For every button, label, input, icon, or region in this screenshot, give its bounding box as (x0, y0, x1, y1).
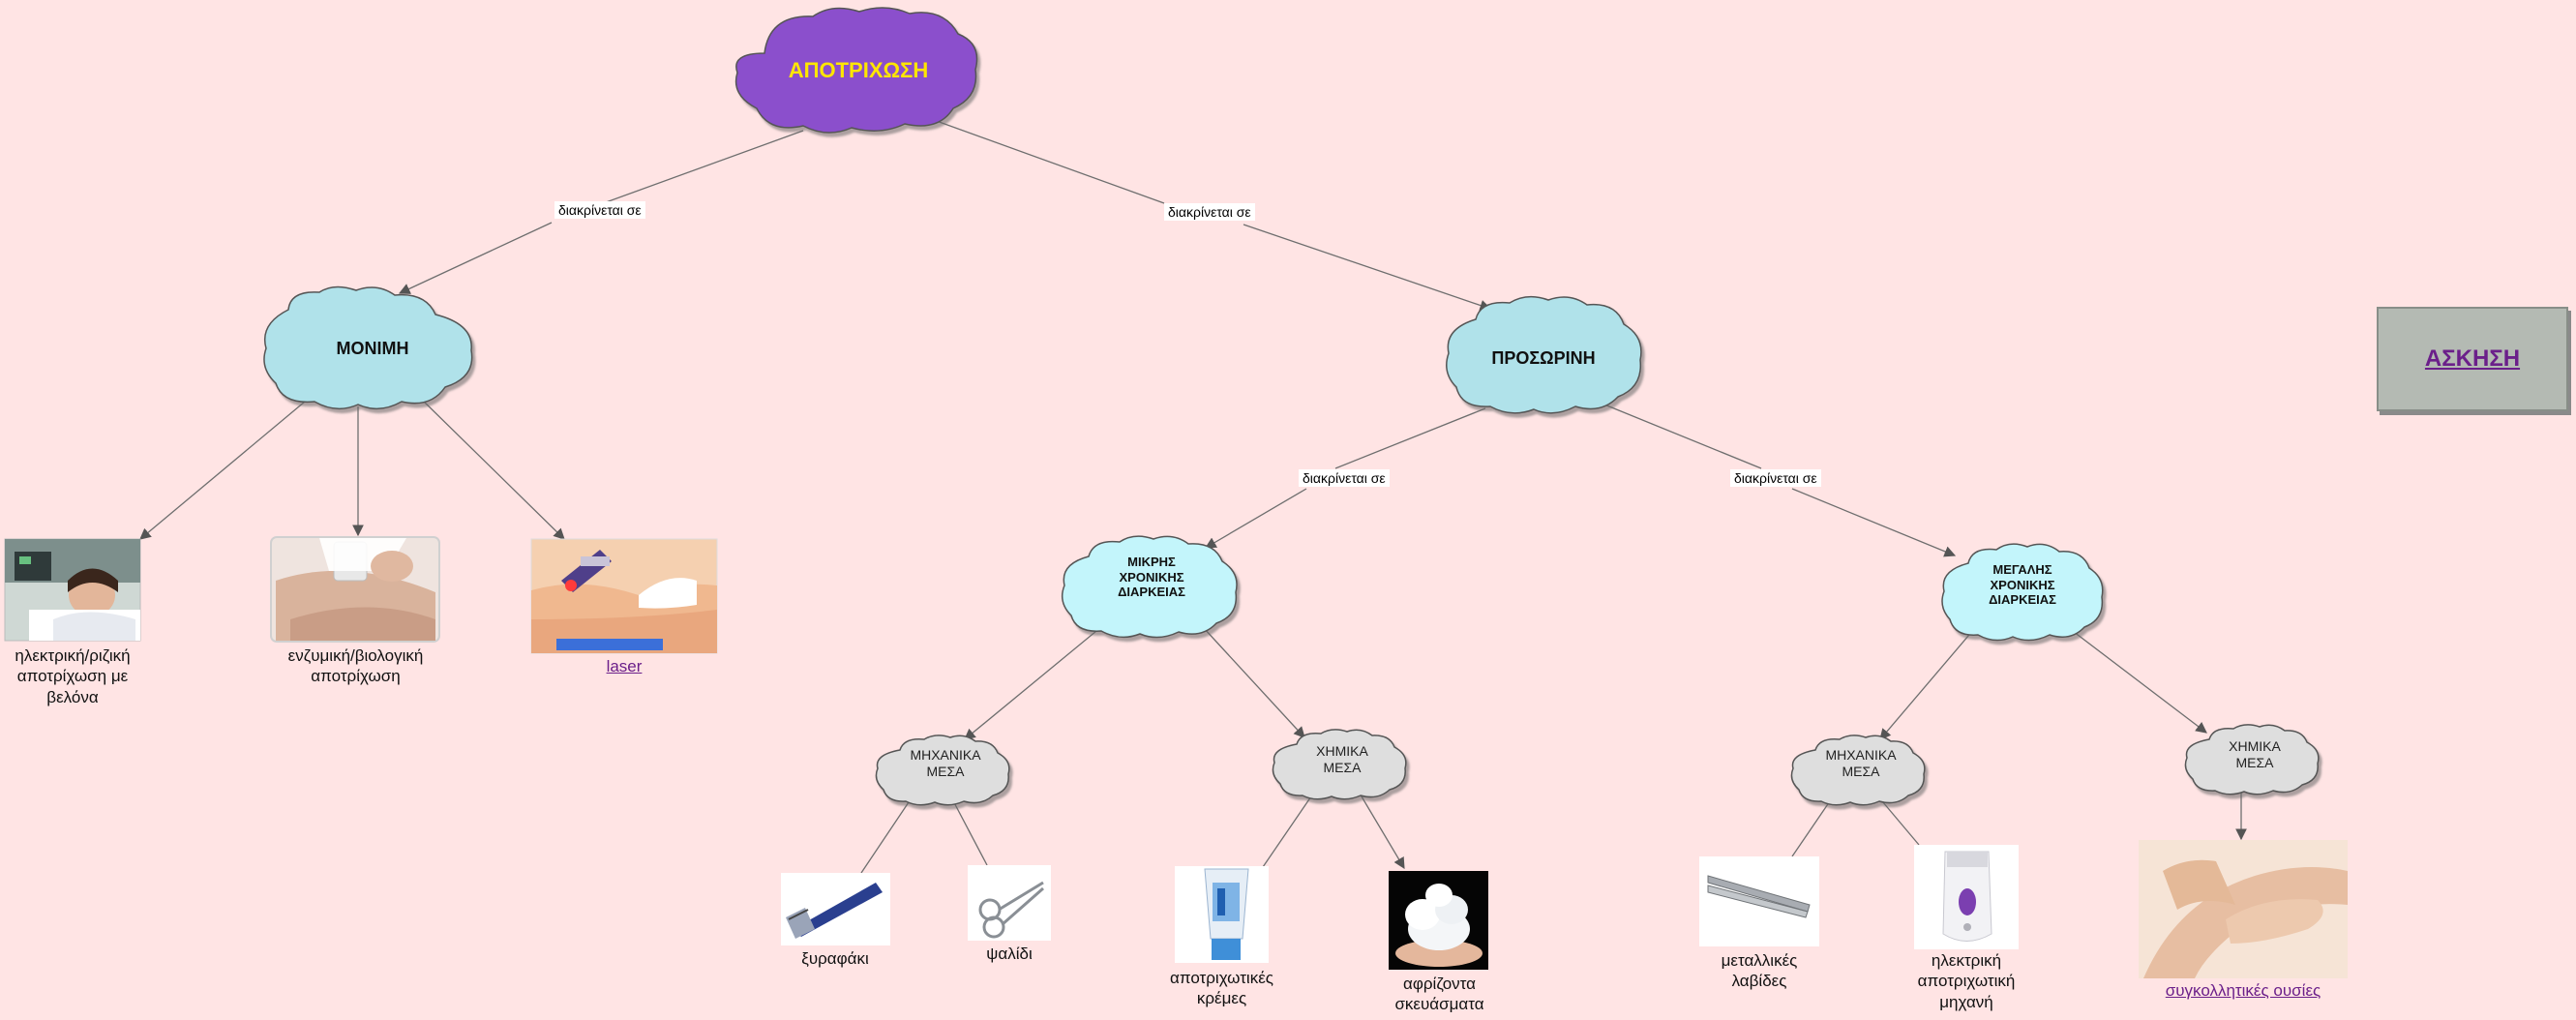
edge-temporary-to-label-right (1603, 404, 1762, 469)
cloud-node-root[interactable] (734, 7, 978, 134)
cloud-node-long-duration[interactable] (1941, 543, 2104, 642)
edge-permanent-to-electric (139, 401, 306, 540)
exercise-button[interactable]: ΑΣΚΗΣΗ (2377, 307, 2568, 411)
link-label-temporary-left: διακρίνεται σε (1299, 469, 1390, 487)
edge-temporary-to-label-left (1334, 407, 1486, 469)
laser-link[interactable]: laser (606, 657, 643, 675)
wax-substances-link[interactable]: συγκολλητικές ουσίες (2165, 981, 2321, 1000)
link-label-root-left: διακρίνεται σε (554, 201, 645, 219)
wax-strip-image (2139, 840, 2348, 978)
edge-chemical-to-foams (1358, 791, 1405, 870)
edge-long-mech-to-epilator (1876, 795, 1920, 846)
electric-epilation-image (4, 538, 141, 642)
cloud-node-long-chemical[interactable] (2184, 724, 2320, 795)
edge-label-left-to-short (1204, 488, 1307, 549)
caption-scissors: ψαλίδι (986, 945, 1033, 963)
edge-long-to-chemical (2056, 618, 2207, 734)
edge-short-to-mechanical (964, 616, 1114, 740)
link-label-temporary-right: διακρίνεται σε (1730, 469, 1821, 487)
cloud-node-short-chemical[interactable] (1272, 729, 1407, 800)
edge-chemical-to-creams (1262, 793, 1314, 868)
link-label-root-right: διακρίνεται σε (1164, 203, 1255, 221)
caption-enzymatic-epilation: ενζυμική/βιολογική αποτρίχωση (287, 646, 424, 686)
caption-electric-epilation: ηλεκτρική/ριζική αποτρίχωση με βελόνα (15, 646, 131, 706)
edge-root-to-label-left (597, 130, 804, 206)
caption-epilator: ηλεκτρική αποτριχωτική μηχανή (1917, 951, 2016, 1011)
edge-long-mech-to-tweezers (1791, 795, 1835, 857)
hair-removal-cream-image (1175, 866, 1269, 963)
edge-short-to-chemical (1191, 615, 1305, 738)
enzymatic-epilation-image (270, 536, 440, 643)
razor-image (781, 873, 890, 945)
caption-creams: αποτριχωτικές κρέμες (1170, 969, 1273, 1008)
edge-label-left-to-permanent (398, 222, 553, 294)
edge-label-right-to-long (1791, 488, 1957, 557)
epilator-image (1914, 845, 2019, 949)
edge-permanent-to-laser (420, 398, 565, 540)
edge-label-right-to-temporary (1243, 224, 1492, 312)
edge-long-to-mechanical (1879, 628, 1975, 740)
cloud-node-short-duration[interactable] (1061, 535, 1238, 639)
edge-root-to-label-right (933, 119, 1165, 204)
caption-foams: αφρίζοντα σκευάσματα (1394, 975, 1484, 1014)
scissors-image (968, 865, 1051, 941)
cloud-node-long-mechanical[interactable] (1790, 735, 1926, 806)
foam-product-image (1389, 871, 1488, 970)
caption-razor: ξυραφάκι (801, 949, 869, 968)
cloud-node-temporary[interactable] (1446, 295, 1642, 414)
caption-tweezers: μεταλλικές λαβίδες (1721, 951, 1798, 991)
laser-image (530, 538, 718, 654)
cloud-node-permanent[interactable] (263, 285, 473, 410)
exercise-button-label: ΑΣΚΗΣΗ (2424, 345, 2521, 372)
edge-mechanical-to-razor (860, 793, 915, 874)
tweezers-image (1699, 856, 1819, 946)
cloud-node-short-mechanical[interactable] (875, 735, 1010, 806)
